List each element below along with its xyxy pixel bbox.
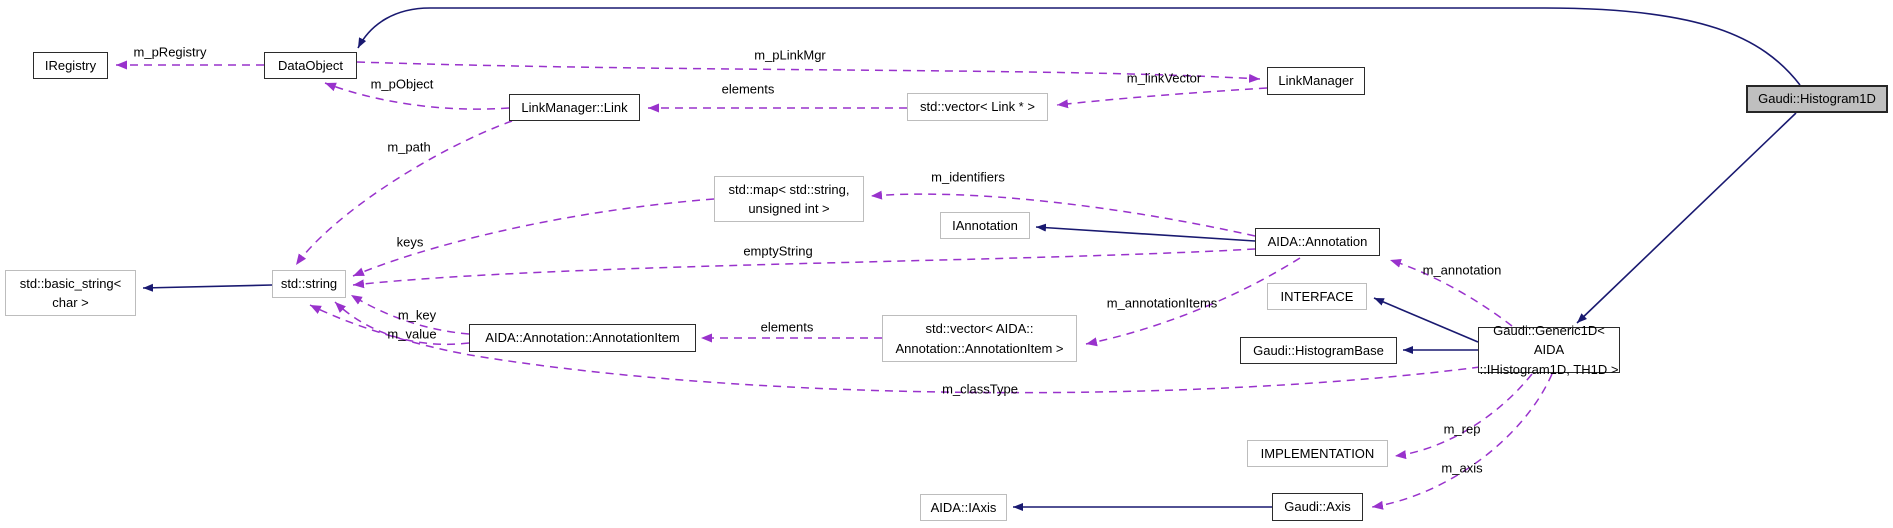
edge-usage-m-linkvector bbox=[1056, 87, 1268, 109]
edge-usage-m-path bbox=[295, 120, 513, 266]
edge-label-m-annotation: m_annotation bbox=[1422, 262, 1502, 278]
node-gaudi-generic1d[interactable]: Gaudi::Generic1D< AIDA ::IHistogram1D, T… bbox=[1478, 322, 1620, 377]
edge-label-m-value: m_value bbox=[387, 326, 437, 342]
node-linkmanager[interactable]: LinkManager bbox=[1267, 67, 1365, 95]
edge-label-m-plinkmgr: m_pLinkMgr bbox=[754, 47, 826, 63]
node-aida-annotation[interactable]: AIDA::Annotation bbox=[1255, 228, 1380, 256]
edge-usage-m-rep bbox=[1394, 373, 1533, 460]
edge-label-m-rep: m_rep bbox=[1443, 421, 1481, 437]
edge-usage-m-axis bbox=[1371, 373, 1553, 510]
node-map-string-uint[interactable]: std::map< std::string, unsigned int > bbox=[714, 176, 864, 222]
edge-label-m-path: m_path bbox=[387, 139, 431, 155]
edge-label-elements-links: elements bbox=[721, 81, 775, 97]
node-gaudi-axis[interactable]: Gaudi::Axis bbox=[1272, 493, 1363, 521]
node-vector-link[interactable]: std::vector< Link * > bbox=[907, 93, 1048, 121]
edge-usage-emptystring bbox=[352, 248, 1256, 289]
edge-usage-m-identifiers bbox=[870, 190, 1256, 237]
edge-usage-m-annotationitems bbox=[1085, 257, 1301, 347]
node-aida-iaxis[interactable]: AIDA::IAxis bbox=[920, 494, 1007, 521]
node-interface[interactable]: INTERFACE bbox=[1267, 283, 1367, 310]
edge-label-m-identifiers: m_identifiers bbox=[931, 169, 1005, 185]
edge-label-m-annotationitems: m_annotationItems bbox=[1106, 295, 1218, 311]
node-basic-string[interactable]: std::basic_string< char > bbox=[5, 270, 136, 316]
edge-label-keys: keys bbox=[396, 234, 424, 250]
edge-usage-m-classtype bbox=[309, 304, 1481, 394]
node-annotationitem[interactable]: AIDA::Annotation::AnnotationItem bbox=[469, 324, 696, 352]
edge-usage-m-annotation bbox=[1389, 259, 1513, 327]
edge-label-elements-items: elements bbox=[760, 319, 814, 335]
edge-label-m-pobject: m_pObject bbox=[370, 76, 434, 92]
edge-label-m-axis: m_axis bbox=[1441, 460, 1483, 476]
node-dataobject[interactable]: DataObject bbox=[264, 52, 357, 79]
node-vector-annotationitem[interactable]: std::vector< AIDA:: Annotation::Annotati… bbox=[882, 315, 1077, 362]
node-iannotation[interactable]: IAnnotation bbox=[940, 212, 1030, 239]
edge-inherit-histogram1d-generic1d bbox=[1576, 112, 1797, 324]
edge-inherit-annotation-iannotation bbox=[1035, 223, 1256, 242]
edge-usage-m-value bbox=[334, 301, 470, 346]
edge-inherit-histogram1d-dataobject bbox=[357, 7, 1801, 86]
node-gaudi-histogrambase[interactable]: Gaudi::HistogramBase bbox=[1240, 337, 1397, 364]
edge-label-m-pregistry: m_pRegistry bbox=[133, 44, 207, 60]
node-iregistry[interactable]: IRegistry bbox=[33, 52, 108, 79]
edge-label-emptystring: emptyString bbox=[743, 243, 813, 259]
edge-inherit-string-basicstring bbox=[142, 283, 273, 292]
edge-inherit-generic1d-interface bbox=[1373, 297, 1479, 343]
edge-usage-m-key bbox=[350, 294, 470, 335]
edge-usage-m-pobject bbox=[324, 82, 510, 110]
edge-usage-m-plinkmgr bbox=[356, 61, 1261, 83]
node-implementation[interactable]: IMPLEMENTATION bbox=[1247, 440, 1388, 467]
edge-label-m-linkvector: m_linkVector bbox=[1126, 70, 1202, 86]
edge-usage-keys bbox=[352, 198, 715, 277]
node-gaudi-histogram1d[interactable]: Gaudi::Histogram1D bbox=[1746, 85, 1888, 113]
edge-label-m-key: m_key bbox=[397, 307, 437, 323]
node-string[interactable]: std::string bbox=[272, 270, 346, 298]
edge-label-m-classtype: m_classType bbox=[942, 381, 1018, 397]
node-linkmanager-link[interactable]: LinkManager::Link bbox=[509, 94, 640, 121]
